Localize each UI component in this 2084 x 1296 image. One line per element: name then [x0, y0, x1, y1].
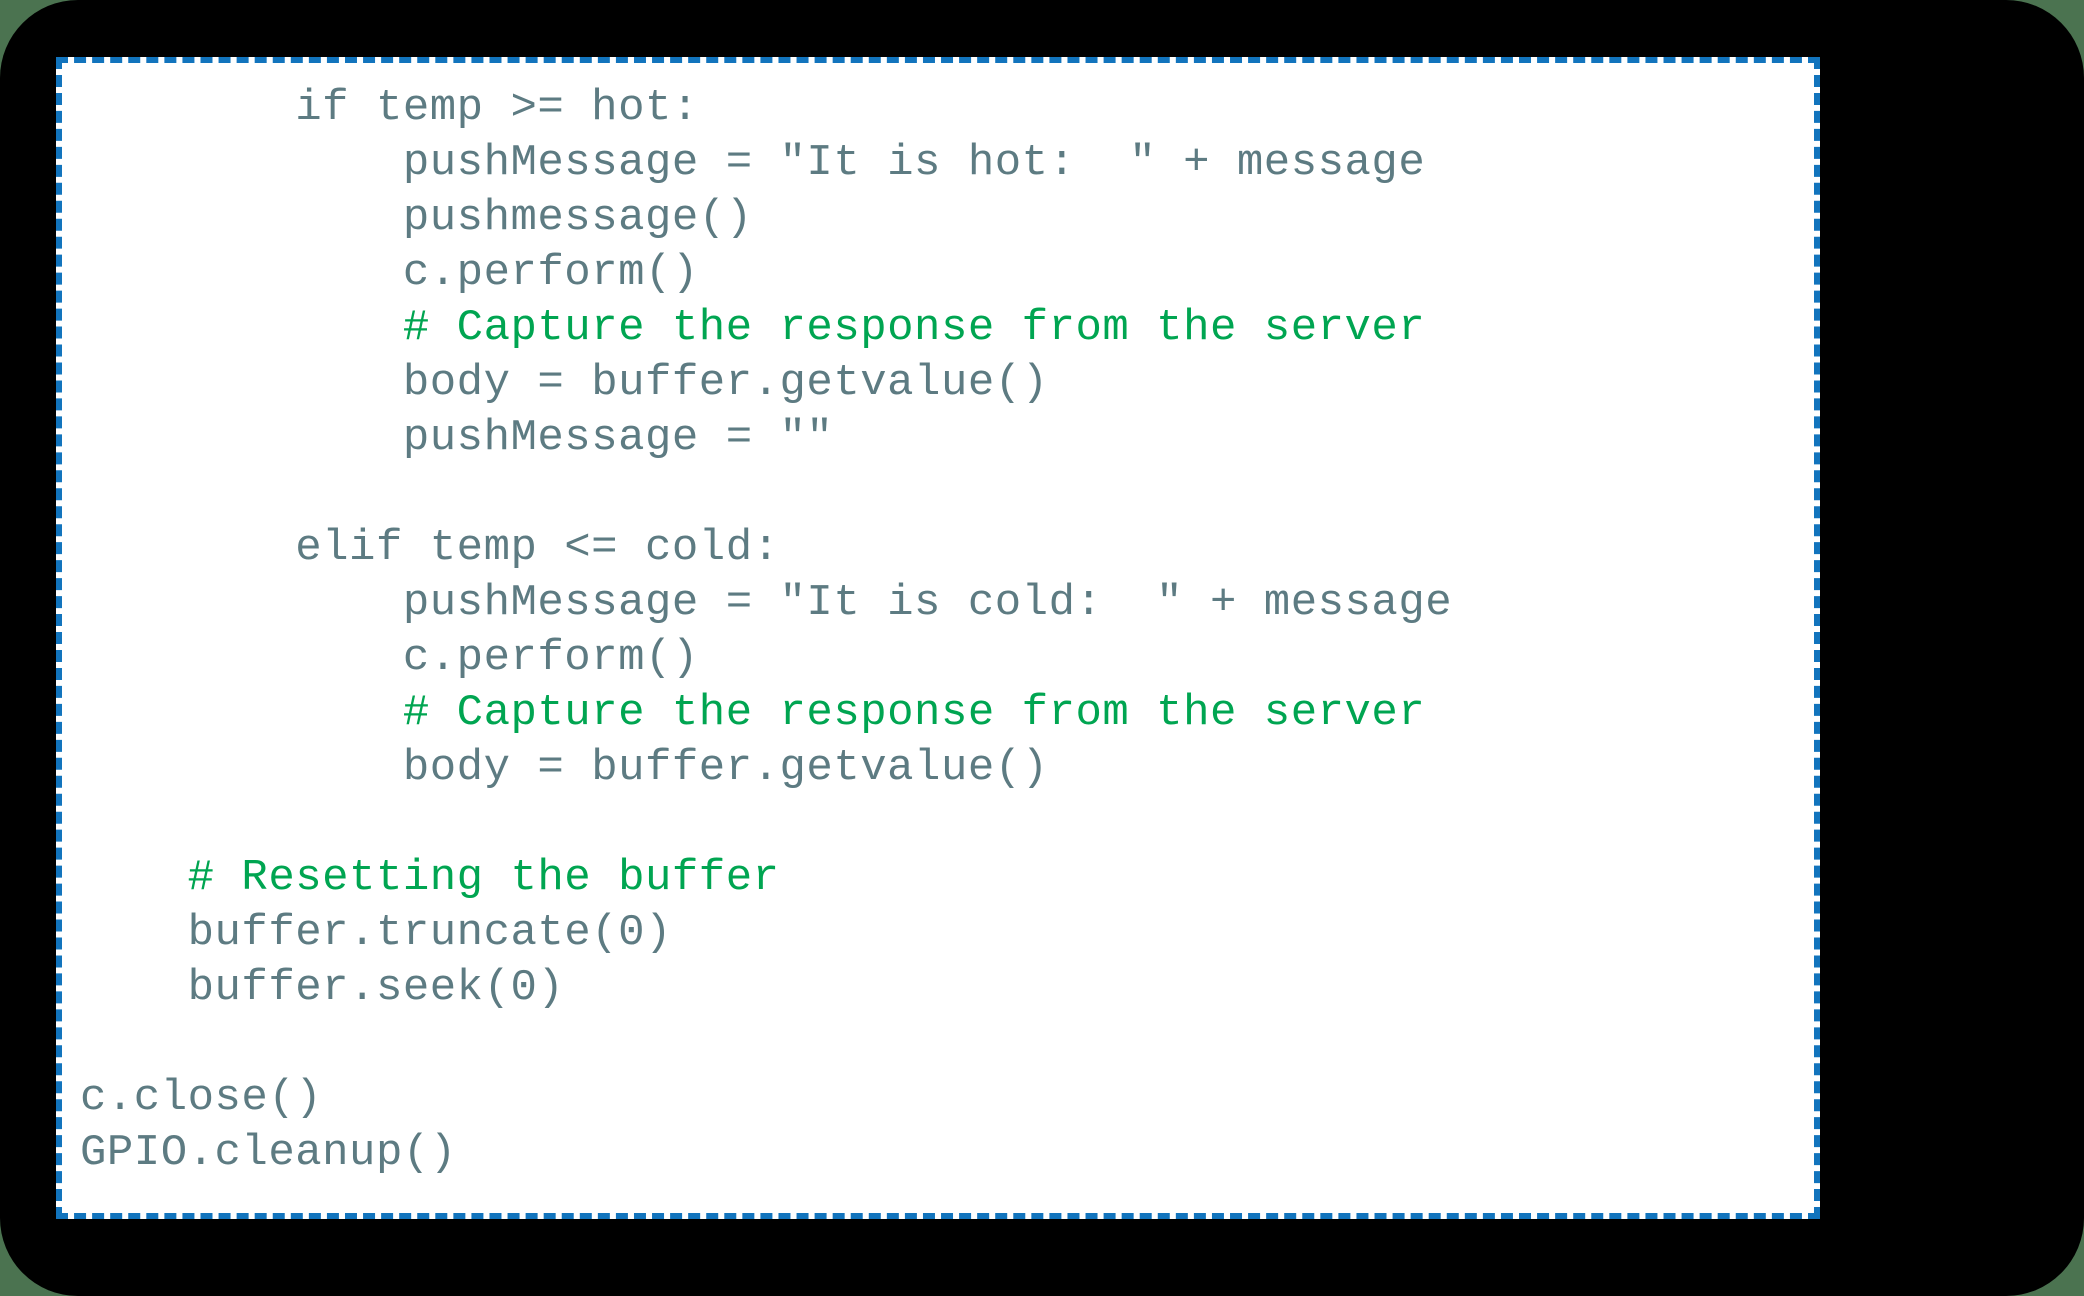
- code-statement: c.close(): [80, 1073, 323, 1123]
- code-comment: # Capture the response from the server: [402, 303, 1426, 353]
- code-statement: pushMessage = "": [402, 413, 834, 463]
- code-statement: pushMessage = "It is hot: " + message: [402, 138, 1426, 188]
- code-block[interactable]: if temp >= hot: pushMessage = "It is hot…: [62, 63, 1452, 1181]
- code-line: c.close(): [80, 1071, 1452, 1126]
- code-statement: buffer.seek(0): [187, 963, 565, 1013]
- code-panel: if temp >= hot: pushMessage = "It is hot…: [56, 57, 1820, 1219]
- code-line: pushMessage = "": [80, 411, 1452, 466]
- code-line: # Capture the response from the server: [80, 686, 1452, 741]
- code-line: buffer.truncate(0): [80, 906, 1452, 961]
- code-blank-line: [80, 1016, 1452, 1071]
- code-comment: # Capture the response from the server: [402, 688, 1426, 738]
- code-line: c.perform(): [80, 631, 1452, 686]
- code-statement: c.perform(): [402, 633, 699, 683]
- code-statement: GPIO.cleanup(): [80, 1128, 457, 1178]
- code-statement: buffer.truncate(0): [187, 908, 672, 958]
- code-line: # Capture the response from the server: [80, 301, 1452, 356]
- code-line: if temp >= hot:: [80, 81, 1452, 136]
- code-line: body = buffer.getvalue(): [80, 356, 1452, 411]
- code-blank-line: [80, 796, 1452, 851]
- code-line: pushMessage = "It is hot: " + message: [80, 136, 1452, 191]
- code-statement: c.perform(): [402, 248, 699, 298]
- code-line: pushmessage(): [80, 191, 1452, 246]
- code-line: GPIO.cleanup(): [80, 1126, 1452, 1181]
- code-statement: pushmessage(): [402, 193, 753, 243]
- code-blank-line: [80, 466, 1452, 521]
- code-line: c.perform(): [80, 246, 1452, 301]
- code-line: elif temp <= cold:: [80, 521, 1452, 576]
- code-statement: pushMessage = "It is cold: " + message: [402, 578, 1453, 628]
- code-statement: if temp >= hot:: [295, 83, 699, 133]
- code-line: pushMessage = "It is cold: " + message: [80, 576, 1452, 631]
- code-statement: body = buffer.getvalue(): [402, 358, 1049, 408]
- code-statement: elif temp <= cold:: [295, 523, 780, 573]
- code-line: body = buffer.getvalue(): [80, 741, 1452, 796]
- code-comment: # Resetting the buffer: [187, 853, 780, 903]
- code-line: buffer.seek(0): [80, 961, 1452, 1016]
- code-statement: body = buffer.getvalue(): [402, 743, 1049, 793]
- code-line: # Resetting the buffer: [80, 851, 1452, 906]
